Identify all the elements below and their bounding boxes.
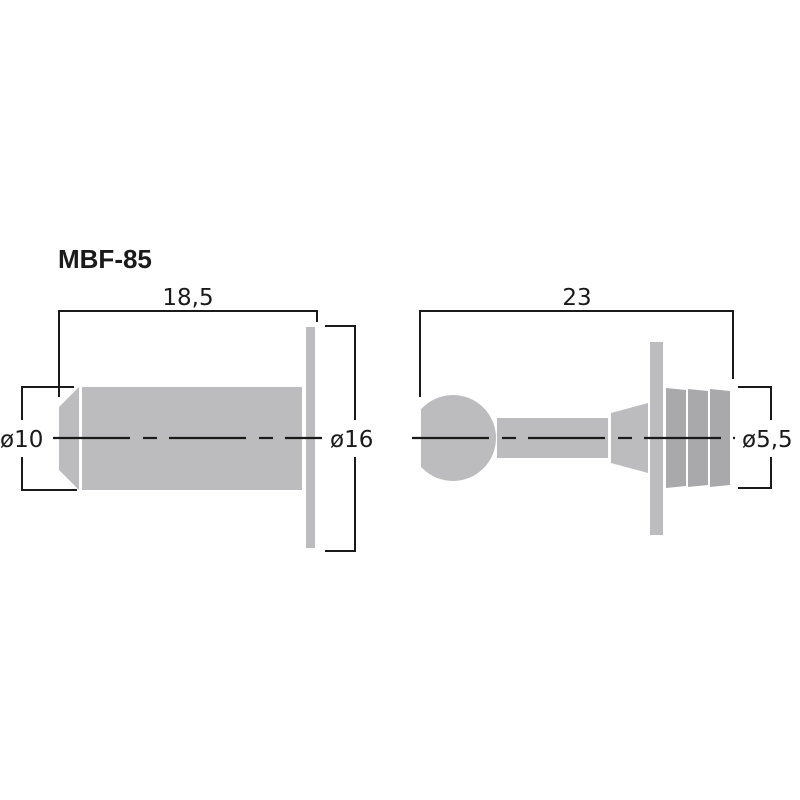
length-dimension-bracket <box>419 310 734 397</box>
length-dimension-bracket <box>58 310 318 397</box>
diameter-10-bracket-top <box>21 386 74 420</box>
diameter-16-bracket-bottom <box>325 457 356 552</box>
diameter-16-bracket-top <box>325 325 356 420</box>
diameter-label-10: ø10 <box>0 427 43 453</box>
length-label-18-5: 18,5 <box>162 285 213 311</box>
right-view-pin: 23 ø5,5 <box>412 285 793 535</box>
diameter-10-bracket-bottom <box>21 457 77 491</box>
model-title: MBF-85 <box>58 244 152 274</box>
diameter-5-5-bracket-top <box>738 386 772 420</box>
left-view-bushing: 18,5 ø10 ø16 <box>0 285 373 552</box>
diameter-label-16: ø16 <box>330 427 373 453</box>
diameter-5-5-bracket-bottom <box>738 457 772 489</box>
length-label-23: 23 <box>562 285 591 311</box>
diameter-label-5-5: ø5,5 <box>742 427 793 453</box>
